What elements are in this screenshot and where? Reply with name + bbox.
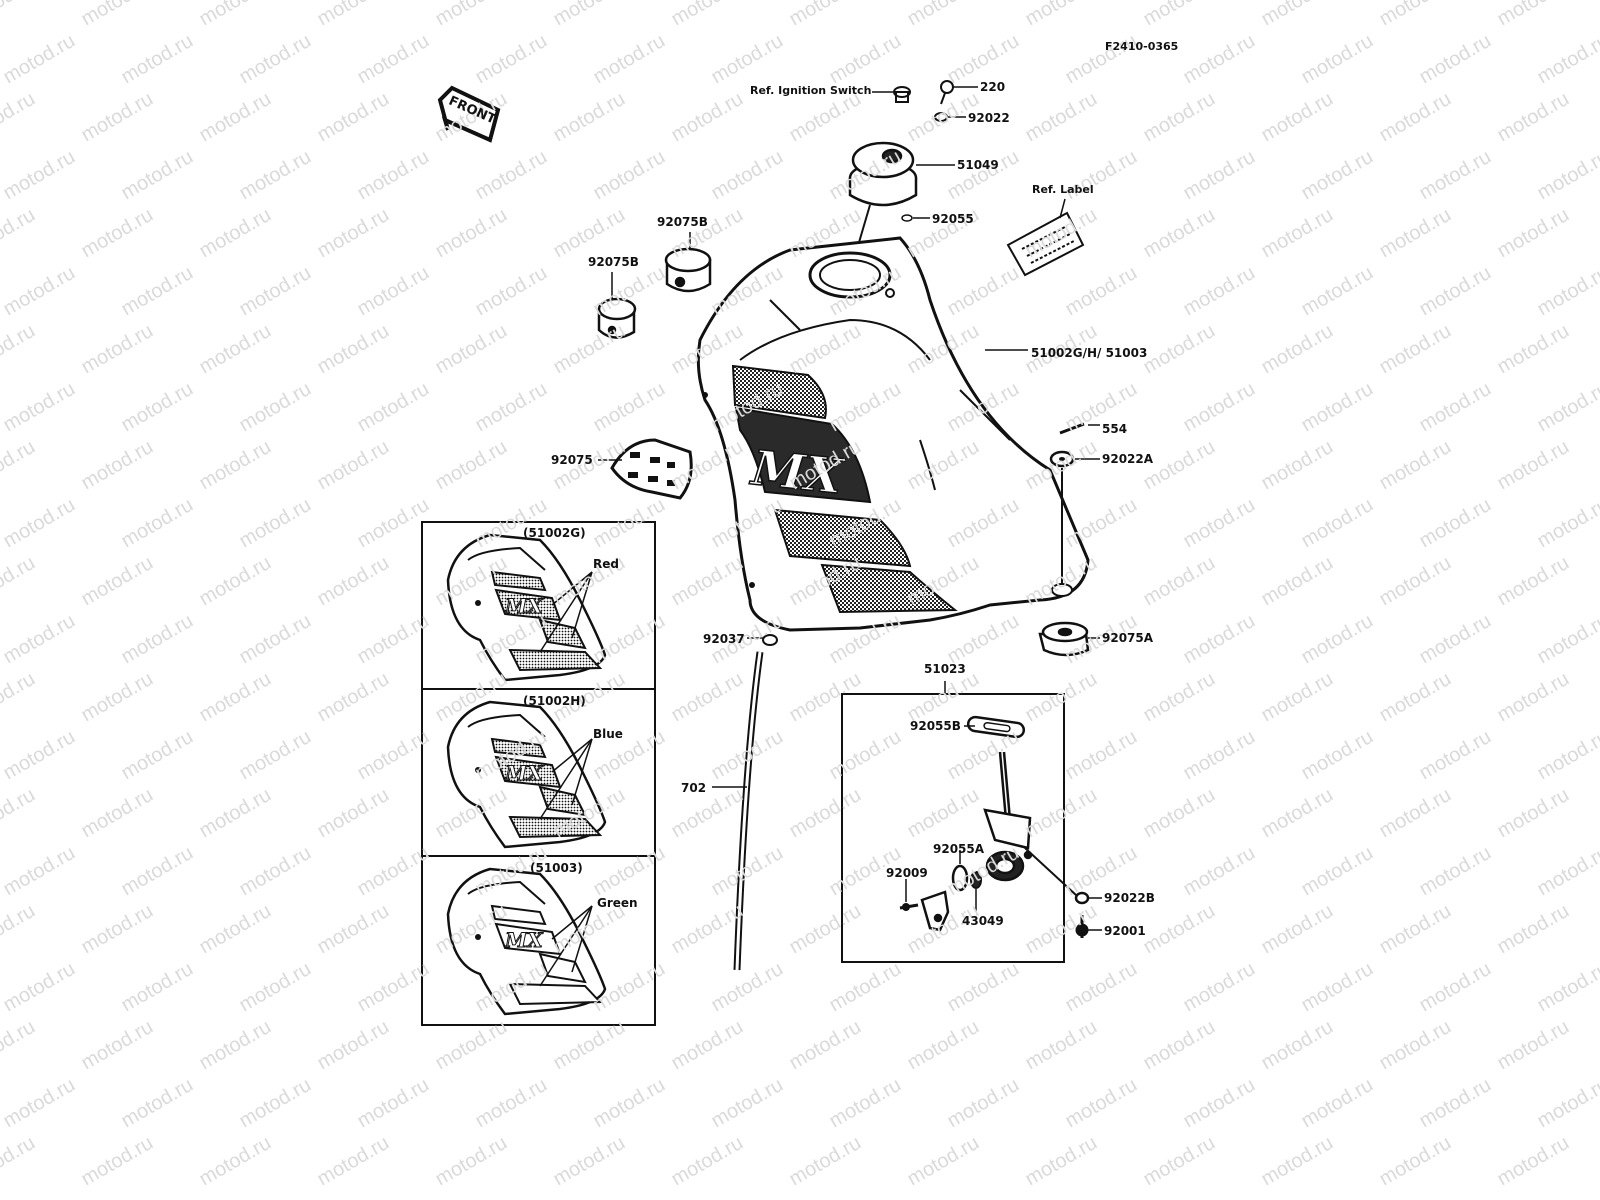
label-92022: 92022 xyxy=(968,111,1010,125)
label-92022b: 92022B xyxy=(1104,891,1155,905)
inset-color-blue: Blue xyxy=(593,727,623,741)
washer-92022a xyxy=(1049,450,1075,468)
diagram-code: F2410-0365 xyxy=(1105,40,1179,53)
ignition-switch-ref xyxy=(893,86,911,103)
label-51023: 51023 xyxy=(924,662,966,676)
label-ref-ignition-switch: Ref. Ignition Switch xyxy=(750,84,872,97)
o-ring-92055a xyxy=(951,864,969,892)
fuel-cock-valve xyxy=(983,751,1033,882)
damper-92075b-top xyxy=(664,247,712,293)
label-92075a: 92075A xyxy=(1102,631,1154,645)
label-92001: 92001 xyxy=(1104,924,1146,938)
lever-92009 xyxy=(920,890,950,932)
label-43049: 43049 xyxy=(962,914,1004,928)
label-92075: 92075 xyxy=(551,453,593,467)
inset-tank-logo: MX xyxy=(504,594,544,618)
label-92022a: 92022A xyxy=(1102,452,1154,466)
fuel-cap-51049 xyxy=(848,141,918,207)
inset-title-51002g: (51002G) xyxy=(523,526,586,540)
label-92055a: 92055A xyxy=(933,842,985,856)
front-arrow xyxy=(437,85,501,143)
fuel-cock-box-51023 xyxy=(841,681,1065,963)
clamp-92037 xyxy=(762,634,778,646)
bolt-220 xyxy=(940,80,954,105)
bolt-92001 xyxy=(1075,915,1089,938)
ref-label-plate xyxy=(1006,211,1085,277)
rubber-92075 xyxy=(610,438,693,500)
inset-tank-drawing: MX xyxy=(446,700,607,849)
label-92037: 92037 xyxy=(703,632,745,646)
washer-92022 xyxy=(934,112,948,122)
label-554: 554 xyxy=(1102,422,1128,436)
mount-92075a xyxy=(1038,621,1090,657)
inset-tank-logo: MX xyxy=(504,761,544,785)
fuel-hose-702 xyxy=(733,651,764,971)
label-51049: 51049 xyxy=(957,158,999,172)
label-ref-label: Ref. Label xyxy=(1032,183,1094,196)
o-ring-92055 xyxy=(901,214,913,222)
gasket-92055b xyxy=(966,715,1026,739)
clip-554 xyxy=(1059,422,1085,435)
inset-color-red: Red xyxy=(593,557,619,571)
inset-tank-logo: MX xyxy=(504,928,544,952)
inset-tank-drawing: MX xyxy=(446,867,607,1016)
inset-title-51003: (51003) xyxy=(530,861,583,875)
inset-boxes xyxy=(421,521,656,1026)
fuel-tank-51002 xyxy=(696,236,1090,632)
tank-logo: MX xyxy=(747,440,846,506)
label-92055: 92055 xyxy=(932,212,974,226)
inset-title-51002h: (51002H) xyxy=(523,694,586,708)
label-220: 220 xyxy=(980,80,1006,94)
inset-tank-drawing: MX xyxy=(446,533,607,682)
damper-92075b-left xyxy=(597,297,637,339)
filter-43049 xyxy=(970,871,982,889)
label-51002: 51002G/H/ 51003 xyxy=(1031,346,1148,360)
label-92009: 92009 xyxy=(886,866,928,880)
label-92075b-left: 92075B xyxy=(588,255,639,269)
washer-92022b xyxy=(1074,891,1090,905)
screw-92009 xyxy=(899,903,919,911)
inset-color-green: Green xyxy=(597,896,638,910)
label-92075b-top: 92075B xyxy=(657,215,708,229)
label-92055b: 92055B xyxy=(910,719,961,733)
label-702: 702 xyxy=(681,781,707,795)
